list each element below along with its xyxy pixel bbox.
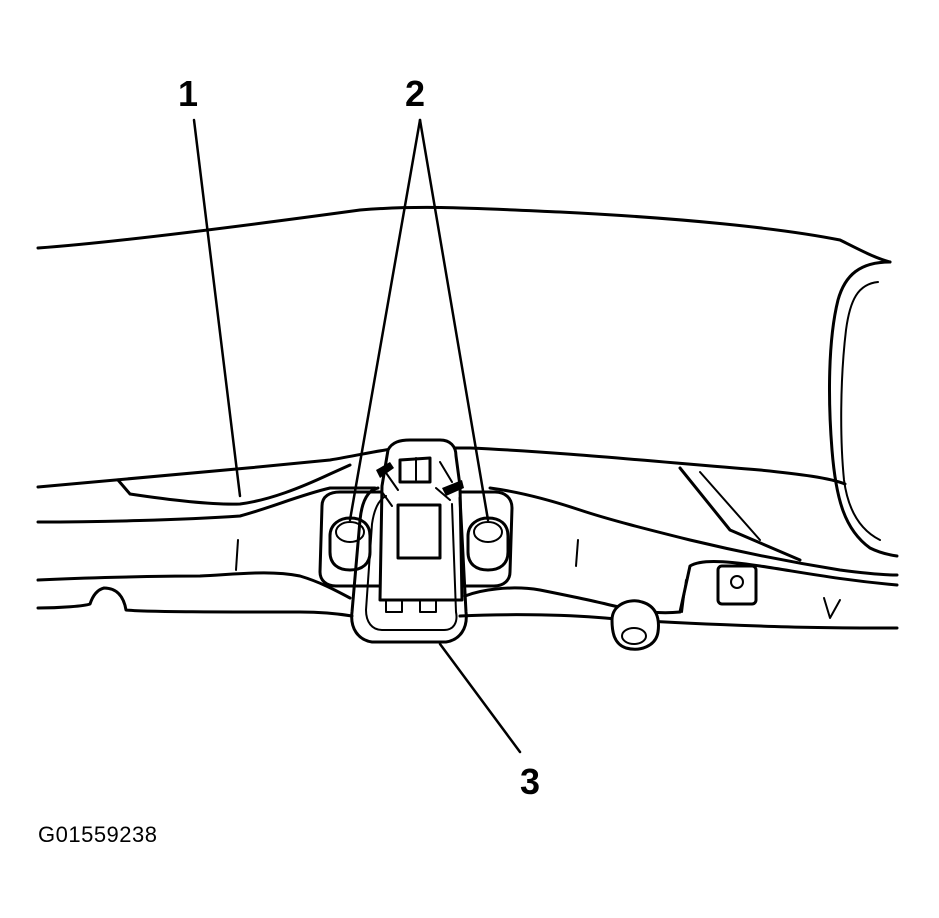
- crossbar-bottom-edge: [36, 586, 354, 618]
- callout-number-3: 3: [520, 761, 541, 802]
- crossbar-top-edge: [36, 486, 377, 524]
- panel-skirt: [116, 463, 352, 506]
- latch-spring: [376, 462, 394, 478]
- rubber-bumper: [610, 599, 660, 651]
- leader-line-2-left: [348, 118, 422, 522]
- crossbar-bottom-edge-right: [458, 613, 899, 630]
- crossbar-top-edge-right: [488, 486, 899, 577]
- left-bolt-top: [335, 521, 365, 543]
- upper-panel-right-curve: [828, 260, 899, 558]
- upper-panel-right-inner-curve: [840, 281, 881, 541]
- leader-line-3: [438, 642, 522, 754]
- left-bolt-head: [328, 516, 372, 572]
- crossbar-tick-mid: [575, 539, 579, 567]
- diagonal-brace: [678, 466, 802, 562]
- leader-line-1: [192, 118, 242, 498]
- upper-panel-lower-edge: [36, 446, 847, 489]
- latch-tab-detail: [381, 457, 453, 507]
- right-bolt-top: [473, 521, 503, 543]
- crossbar-tick-left: [235, 539, 239, 571]
- upper-panel-top-edge: [36, 205, 892, 264]
- release-cable-loop: [350, 486, 468, 644]
- square-mount-block: [716, 564, 758, 606]
- crossbar-lower-contour: [36, 571, 352, 600]
- latch-slot: [396, 503, 442, 560]
- latch-bottom-notches: [385, 599, 437, 613]
- square-mount-hole: [730, 575, 744, 589]
- leader-line-2-right: [418, 118, 490, 522]
- crossbar-lower-contour-right: [463, 560, 899, 615]
- crossbar-v-mark: [823, 597, 841, 619]
- callout-number-1: 1: [178, 73, 199, 114]
- release-cable-loop-inner: [365, 495, 458, 631]
- latch-lever: [442, 480, 464, 496]
- crossbar-tick-right: [681, 579, 687, 613]
- diagonal-brace-inner: [699, 471, 761, 541]
- rubber-bumper-top: [621, 627, 647, 645]
- right-bolt-head: [466, 516, 510, 572]
- figure-id-label: G01559238: [38, 822, 158, 847]
- callout-number-2: 2: [405, 73, 426, 114]
